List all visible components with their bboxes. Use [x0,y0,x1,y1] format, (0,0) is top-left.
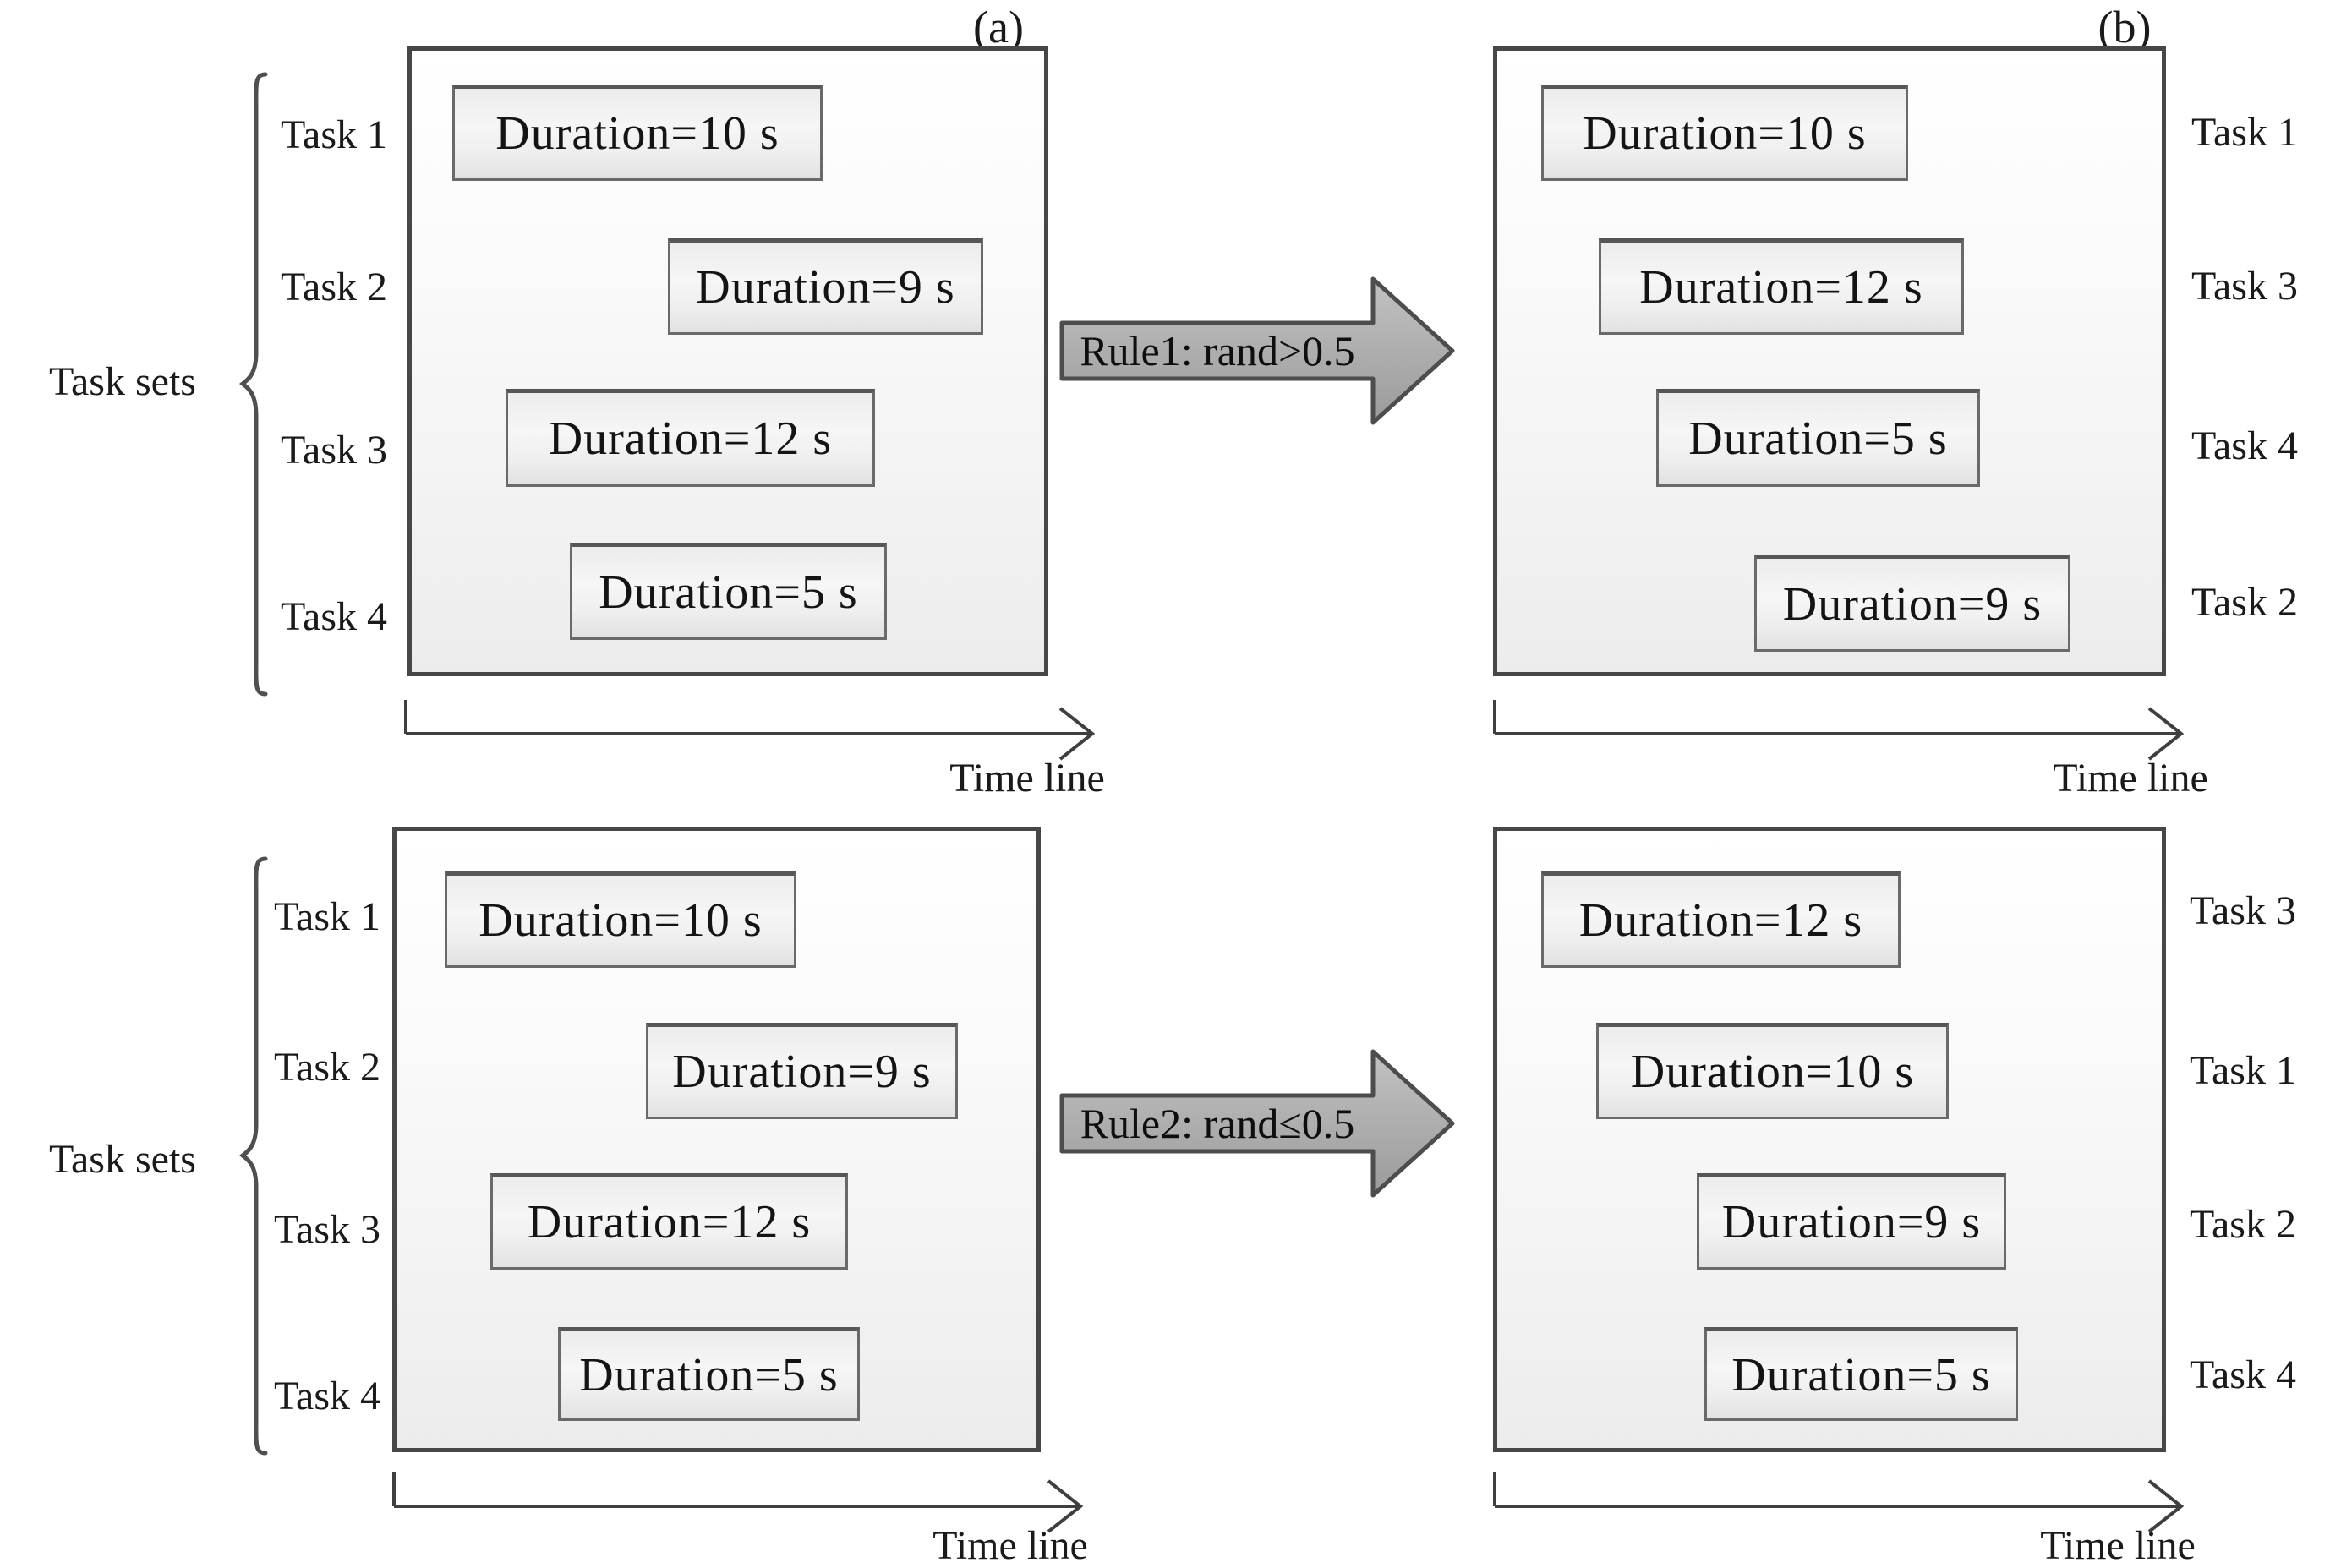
duration-box: Duration=10 s [1596,1023,1949,1119]
task-sets-brace-icon [238,72,268,697]
timeline-axis [392,1472,1084,1533]
timeline-arrowhead-icon [1047,1479,1084,1533]
task-row-label: Task 1 [2190,1048,2296,1093]
duration-box: Duration=5 s [558,1327,860,1421]
duration-box: Duration=9 s [668,238,983,335]
timeline-arrowhead-icon [1058,707,1096,761]
task-row-label: Task 4 [274,1374,380,1418]
duration-box: Duration=5 s [1656,389,1980,487]
task-row-label: Task 3 [2191,264,2298,309]
duration-box: Duration=10 s [445,871,796,968]
timeline-label: Time line [2040,1523,2196,1568]
figure-label-a: (a) [973,2,1024,52]
timeline-axis [404,700,1096,761]
task-row-label: Task 1 [281,112,387,157]
duration-box: Duration=5 s [1704,1327,2018,1421]
task-row-label: Task 3 [274,1207,380,1252]
duration-box: Duration=5 s [570,543,887,640]
timeline-axis [1493,700,2185,761]
brace-path [238,72,268,697]
brace-path [238,856,268,1456]
task-row-label: Task 4 [2190,1352,2296,1397]
duration-box: Duration=12 s [1599,238,1964,335]
task-row-label: Task 1 [2191,110,2298,155]
task-row-label: Task 2 [2191,580,2298,625]
task-sets-label: Task sets [49,359,196,404]
task-row-label: Task 1 [274,894,380,939]
duration-box: Duration=12 s [506,389,875,487]
duration-box: Duration=12 s [1541,871,1901,968]
duration-box: Duration=10 s [1541,85,1908,181]
rule1-arrow-shape [1059,276,1455,425]
task-row-label: Task 2 [274,1045,380,1090]
task-row-label: Task 4 [281,594,387,639]
timeline-arrowhead-icon [2147,1479,2185,1533]
rule1-arrow-icon [1059,276,1455,425]
timeline-axis [1493,1472,2185,1533]
duration-box: Duration=9 s [1754,555,2070,652]
task-sets-brace-icon [238,856,268,1456]
duration-box: Duration=10 s [452,85,823,181]
task-row-label: Task 3 [2190,888,2296,933]
rule2-arrow-label: Rule2: rand≤0.5 [1080,1100,1355,1147]
duration-box: Duration=9 s [1697,1173,2006,1270]
timeline-arrowhead-icon [2147,707,2185,761]
rule1-arrow-label: Rule1: rand>0.5 [1080,327,1355,374]
rule2-arrow-shape [1059,1049,1455,1198]
task-sets-label: Task sets [49,1137,196,1182]
duration-box: Duration=9 s [646,1023,958,1119]
duration-box: Duration=12 s [490,1173,848,1270]
task-row-label: Task 4 [2191,423,2298,468]
task-row-label: Task 3 [281,428,387,473]
timeline-label: Time line [2053,756,2208,800]
figure-label-b: (b) [2098,2,2152,52]
timeline-label: Time line [933,1523,1088,1568]
timeline-label: Time line [949,756,1105,800]
task-row-label: Task 2 [2190,1202,2296,1247]
task-row-label: Task 2 [281,265,387,309]
rule2-arrow-icon [1059,1049,1455,1198]
